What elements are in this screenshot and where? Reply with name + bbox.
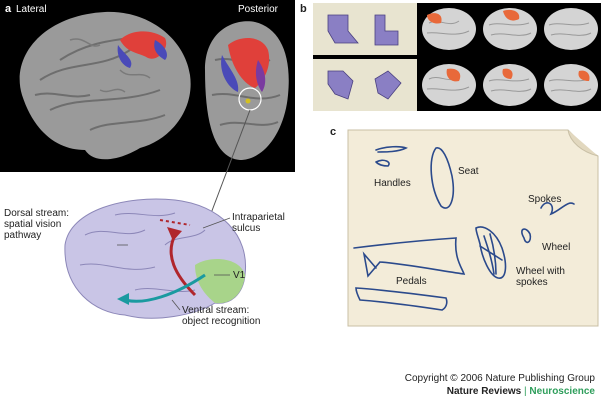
zoom-connector-line	[209, 109, 251, 217]
view-label-posterior: Posterior	[238, 4, 279, 15]
ventral-stream-title: Ventral stream:	[182, 305, 250, 316]
panel-a-fmri-render: a Lateral Posterior	[0, 0, 295, 172]
journal-name: Nature Reviews	[446, 386, 522, 397]
copyright-line: Copyright © 2006 Nature Publishing Group	[404, 373, 595, 384]
activation-row-2	[419, 59, 601, 111]
panel-b-letter: b	[300, 3, 307, 15]
sketch-label-spokes: Spokes	[528, 194, 562, 205]
v1-label: V1	[233, 270, 246, 281]
lateral-brain	[19, 11, 191, 160]
shape-pair-1	[313, 3, 417, 55]
journal-line: Nature Reviews | Neuroscience	[447, 386, 595, 397]
ventral-stream-sub: object recognition	[182, 316, 261, 327]
ventral-stream-label: Ventral stream: object recognition	[182, 305, 260, 327]
sketch-label-wheel-with-spokes: Wheel with spokes	[516, 266, 565, 288]
activation-row-2-brains	[422, 64, 598, 106]
shape-pair-2-drawing	[327, 70, 402, 100]
sketch-label-pedals: Pedals	[396, 276, 427, 287]
fmri-brain-views	[19, 11, 289, 160]
sketch-strokes	[353, 145, 575, 311]
sketch-label-wheel: Wheel	[542, 242, 571, 253]
sketch-paper	[347, 129, 599, 327]
dorsal-stream-label: Dorsal stream: spatial vision pathway	[4, 208, 69, 241]
sketch-label-seat: Seat	[458, 166, 479, 177]
intraparietal-line2: sulcus	[232, 223, 261, 234]
dorsal-stream-title: Dorsal stream:	[4, 208, 70, 219]
shape-pair-1-drawing	[327, 14, 399, 46]
activation-row-1	[419, 3, 601, 55]
sketch-label-handles: Handles	[374, 178, 411, 189]
sketch-label-wheel-with-line2: spokes	[516, 277, 548, 288]
panel-c-letter: c	[330, 126, 337, 138]
panel-a-letter: a	[5, 3, 12, 15]
panel-c-sketch: Handles Seat Spokes Wheel Wheel with spo…	[346, 128, 602, 328]
shape-pair-2	[313, 59, 417, 111]
panel-b-stimuli	[313, 3, 601, 111]
activation-row-1-brains	[422, 8, 598, 50]
view-label-lateral: Lateral	[16, 4, 47, 15]
intraparietal-label: Intraparietal sulcus	[232, 212, 285, 234]
sketch-label-wheel-with-line1: Wheel with	[516, 266, 565, 277]
journal-section: Neuroscience	[529, 386, 595, 397]
journal-separator: |	[524, 386, 527, 397]
intraparietal-line1: Intraparietal	[232, 212, 285, 223]
posterior-brain	[205, 21, 289, 160]
dorsal-stream-sub1: spatial vision	[4, 219, 62, 230]
schematic-brain	[64, 198, 247, 319]
dorsal-stream-sub2: pathway	[4, 230, 42, 241]
